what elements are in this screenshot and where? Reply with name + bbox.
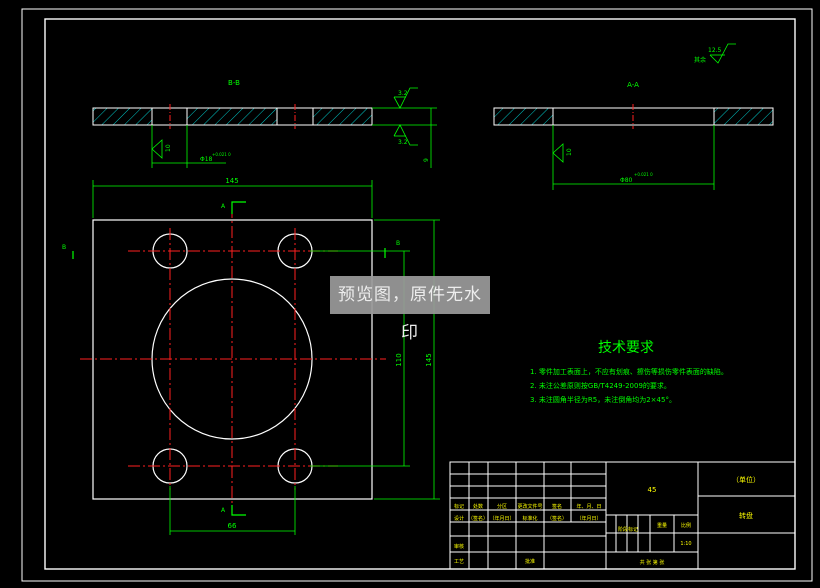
- tb-cell: 重量: [657, 522, 667, 529]
- bb-depth-dim: 10: [165, 144, 172, 152]
- tb-cell: （签名）: [468, 515, 488, 522]
- plan-view: A A B B 145 66 110 145: [62, 177, 440, 535]
- tech-item: 1. 零件加工表面上，不应有划痕、擦伤等损伤零件表面的缺陷。: [530, 367, 728, 376]
- cut-b-left: B: [62, 244, 66, 251]
- roughness-top: 3.2: [398, 90, 408, 97]
- dim-width: 145: [225, 177, 238, 185]
- inner-border: [44, 18, 796, 570]
- tech-requirements: 技术要求 1. 零件加工表面上，不应有划痕、擦伤等损伤零件表面的缺陷。 2. 未…: [530, 340, 728, 404]
- dim-height-inner: 110: [395, 353, 403, 366]
- tb-cell: 设计: [454, 515, 464, 522]
- roughness-rest-label: 其余: [694, 56, 706, 64]
- roughness-top-icon: [393, 87, 418, 109]
- tb-cell: 签名: [552, 503, 562, 510]
- section-bb-view: B-B 10 Φ18 +0.021 0 9 3.2 3.2: [92, 79, 437, 168]
- cut-b-right: B: [396, 240, 400, 247]
- aa-hole-tol: +0.021 0: [634, 172, 653, 177]
- tech-item: 3. 未注圆角半径为R5，未注倒角均为2×45°。: [530, 395, 676, 404]
- title-block: 标记 处数 分区 更改文件号 签名 年、月、日 设计 （签名） （年月日） 标准…: [449, 461, 796, 570]
- roughness-rest: 12.5 其余: [694, 43, 736, 64]
- tb-cell: 标记: [454, 503, 464, 510]
- watermark: 预览图，原件无水印: [330, 276, 490, 343]
- tb-cell: 标准化: [522, 515, 537, 522]
- roughness-rest-icon: [709, 43, 736, 64]
- aa-depth-dim: 10: [566, 148, 573, 156]
- tech-item: 2. 未注公差原则按GB/T4249-2009的要求。: [530, 381, 671, 390]
- tb-cell: （年月日）: [576, 515, 601, 522]
- tb-cell: 处数: [473, 503, 483, 510]
- tech-title: 技术要求: [598, 340, 654, 356]
- roughness-bottom: 3.2: [398, 139, 408, 146]
- outer-border: [21, 8, 813, 582]
- tb-material: 45: [648, 486, 657, 494]
- aa-hole-dim: Φ80: [620, 177, 633, 184]
- section-aa-label: A-A: [627, 81, 639, 89]
- tb-cell: 工艺: [454, 559, 464, 565]
- bb-hole-tol: +0.021 0: [212, 152, 231, 157]
- tb-cell: （年月日）: [489, 515, 514, 522]
- dim-bottom: 66: [228, 522, 237, 530]
- cut-a-bottom: A: [221, 507, 226, 514]
- section-aa-view: A-A 10 Φ80 +0.021 0: [493, 81, 774, 190]
- tb-cell: 年、月、日: [576, 503, 601, 510]
- tb-cell: 批准: [525, 558, 535, 565]
- tb-part-name: 转盘: [739, 511, 753, 520]
- tb-cell: 审核: [454, 543, 464, 550]
- tb-sheets: 共 张 第 张: [640, 559, 665, 566]
- tb-cell: 分区: [497, 503, 507, 510]
- tb-cell: 比例: [681, 522, 691, 529]
- roughness-rest-value: 12.5: [708, 47, 722, 54]
- bb-thickness-dim: 9: [423, 158, 430, 162]
- tb-cell: （签名）: [547, 515, 567, 522]
- dim-height-outer: 145: [425, 353, 433, 366]
- bb-hole-dim: Φ18: [200, 156, 213, 163]
- tb-cell: 更改文件号: [517, 503, 542, 510]
- tb-cell: 阶段标记: [618, 526, 638, 533]
- cut-a-top: A: [221, 203, 226, 210]
- section-bb-label: B-B: [228, 79, 240, 87]
- tb-scale: 1:10: [680, 541, 691, 547]
- tb-company: （单位）: [732, 475, 760, 484]
- roughness-bottom-icon: [393, 124, 418, 146]
